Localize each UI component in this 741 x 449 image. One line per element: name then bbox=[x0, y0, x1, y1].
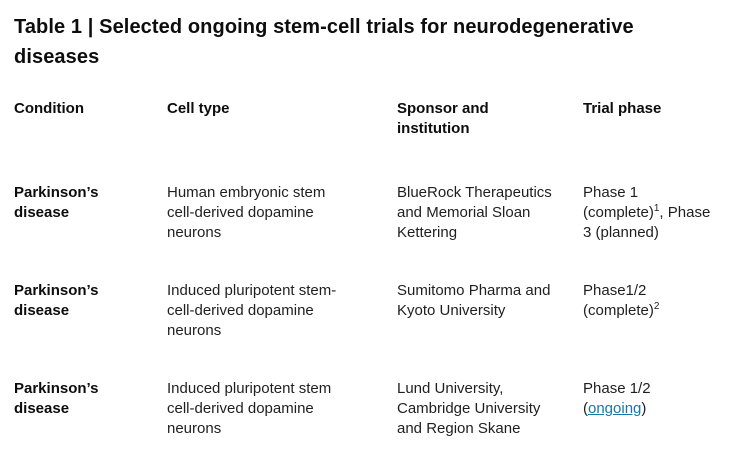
footnote-ref: 2 bbox=[653, 301, 660, 312]
sponsor-cell: BlueRock Therapeutics and Memorial Sloan… bbox=[397, 184, 552, 241]
condition-cell: Parkinson’s disease bbox=[14, 282, 99, 319]
phase-text: , Phase 3 (planned) bbox=[583, 204, 711, 241]
phase-text: Phase1/2 (complete) bbox=[583, 282, 654, 319]
header-cell-type: Cell type bbox=[167, 100, 230, 117]
phase-text: Phase 1 (complete) bbox=[583, 184, 654, 221]
condition-cell: Parkinson’s disease bbox=[14, 184, 99, 221]
header-sponsor: Sponsor and institution bbox=[397, 100, 489, 137]
cell-type-cell: Human embryonic stem cell-derived dopami… bbox=[167, 184, 326, 241]
sponsor-cell: Sumitomo Pharma and Kyoto University bbox=[397, 282, 551, 319]
phase-text: ) bbox=[641, 400, 647, 417]
sponsor-cell: Lund University, Cambridge University an… bbox=[397, 380, 541, 437]
table-header-row: Condition Cell type Sponsor and institut… bbox=[14, 99, 741, 139]
table-row: Parkinson’s disease Induced pluripotent … bbox=[14, 379, 741, 439]
trial-phase-cell: Phase 1/2 (ongoing) bbox=[583, 379, 741, 439]
trial-phase-cell: Phase1/2 (complete)2 bbox=[583, 281, 741, 341]
header-trial-phase: Trial phase bbox=[583, 100, 662, 117]
cell-type-cell: Induced pluripotent stem- cell-derived d… bbox=[167, 282, 337, 339]
phase-text: Phase 1/2 ( bbox=[583, 380, 651, 417]
trial-phase-cell: Phase 1 (complete)1, Phase 3 (planned) bbox=[583, 183, 741, 243]
header-condition: Condition bbox=[14, 100, 84, 117]
table-row: Parkinson’s disease Induced pluripotent … bbox=[14, 281, 741, 341]
condition-cell: Parkinson’s disease bbox=[14, 380, 99, 417]
footnote-ref: 1 bbox=[653, 203, 660, 214]
table-title: Table 1 | Selected ongoing stem-cell tri… bbox=[14, 16, 634, 68]
cell-type-cell: Induced pluripotent stem cell-derived do… bbox=[167, 380, 332, 437]
table-row: Parkinson’s disease Human embryonic stem… bbox=[14, 183, 741, 243]
trial-status-link[interactable]: ongoing bbox=[588, 400, 642, 417]
